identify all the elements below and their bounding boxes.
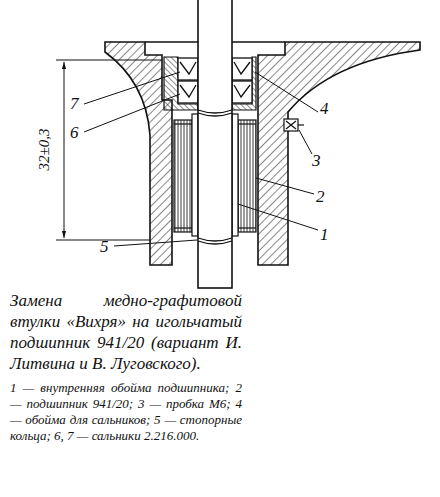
seal <box>180 62 196 74</box>
needle-bearing <box>174 227 192 228</box>
shaft <box>198 0 232 288</box>
leader-line <box>255 72 318 112</box>
callout-number: 1 <box>320 226 329 243</box>
needle-bearing <box>238 123 256 124</box>
shaft <box>198 0 232 288</box>
housing <box>105 42 172 265</box>
figure-caption: Замена медно-графитовой втулки «Вихря» н… <box>10 290 242 374</box>
leader-line <box>299 130 312 154</box>
leader-line <box>256 178 314 194</box>
needle-bearing <box>238 120 256 232</box>
dimension <box>56 60 162 61</box>
seal <box>178 58 198 80</box>
seal <box>232 81 252 103</box>
callout-number: 6 <box>70 124 79 141</box>
callout-number: 2 <box>316 188 325 205</box>
stop-ring <box>198 113 232 116</box>
seal <box>234 85 250 97</box>
dimension <box>64 62 65 238</box>
callout-number: 3 <box>312 152 321 169</box>
inner-race <box>192 114 198 236</box>
stop-ring <box>198 238 232 241</box>
callout-number: 7 <box>70 95 79 112</box>
leader-line <box>114 240 197 246</box>
plug <box>286 121 296 129</box>
needle-bearing <box>238 227 256 228</box>
callout-number: 5 <box>100 238 109 255</box>
parts-list: 1 — внутренняя обойма подшипника; 2 — по… <box>10 380 242 444</box>
plug <box>284 119 304 131</box>
needle-bearing <box>174 123 192 124</box>
leader-line <box>84 72 318 246</box>
stop-ring <box>198 110 232 113</box>
plug <box>284 119 298 131</box>
inner-race <box>232 114 238 236</box>
seal <box>178 81 198 103</box>
housing <box>258 42 420 265</box>
dimension <box>56 60 162 240</box>
needle-bearing <box>174 120 192 232</box>
seal-cage <box>232 57 256 110</box>
dimension-text: 32±0,3 <box>37 127 52 173</box>
callout-number: 4 <box>320 100 329 117</box>
plug <box>298 124 304 125</box>
housing <box>105 42 420 265</box>
seal <box>180 85 196 97</box>
leader-line <box>238 204 318 230</box>
seal-cage <box>164 57 198 110</box>
seal <box>232 58 252 80</box>
stop-ring <box>198 241 232 244</box>
stop-ring <box>198 110 232 244</box>
leader-line <box>84 94 180 132</box>
seal <box>234 62 250 74</box>
